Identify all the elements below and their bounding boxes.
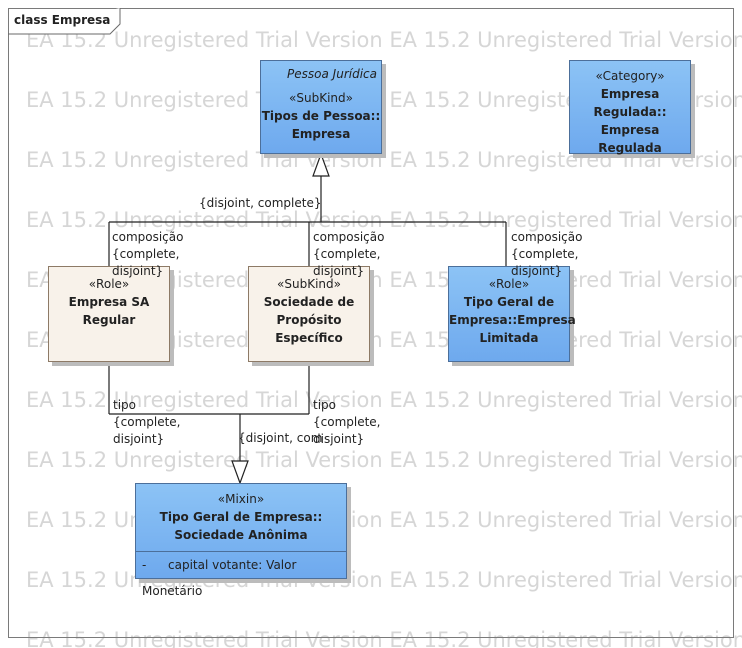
edge-label-line: {complete, — [113, 415, 181, 429]
class-name: Empresa SA — [68, 295, 150, 309]
edge-label-line: {complete, — [313, 247, 381, 261]
class-stereotype: «Role» — [88, 277, 130, 291]
class-name: Regulada:: — [593, 105, 667, 119]
frame-title: class Empresa — [14, 13, 111, 27]
edge-label-line: disjoint} — [313, 264, 365, 278]
class-sociedade-anonima[interactable]: «Mixin» Tipo Geral de Empresa:: Sociedad… — [135, 483, 347, 598]
class-stereotype: «SubKind» — [289, 91, 353, 105]
class-tag: Pessoa Jurídica — [287, 67, 377, 81]
class-name: Sociedade de — [263, 295, 355, 309]
class-attribute-row: - capital votante: Valor Monetário — [136, 551, 346, 598]
class-name: Empresa — [291, 127, 351, 141]
class-name: Empresa Regulada — [598, 123, 662, 155]
class-name: Propósito — [276, 313, 342, 327]
edge-label-line: tipo — [313, 398, 336, 412]
class-name: Específico — [275, 331, 343, 345]
generalization-set-label-bottom: {disjoint, com — [238, 431, 323, 445]
edge-label-tipo: tipo {complete, disjoint} — [313, 397, 381, 448]
attribute-visibility: - — [142, 558, 147, 572]
diagram-frame — [8, 8, 734, 638]
edge-label-tipo: tipo {complete, disjoint} — [113, 397, 181, 448]
class-name: Tipo Geral de Empresa:: — [159, 510, 323, 524]
edge-label-line: composição — [112, 230, 184, 244]
class-empresa-sa-regular[interactable]: «Role» Empresa SA Regular — [48, 266, 170, 362]
class-name: Regular — [82, 313, 136, 327]
class-name: Tipo Geral de — [463, 295, 555, 309]
generalization-arrowhead-bottom — [231, 460, 249, 485]
edge-label-composicao: composição {complete, disjoint} — [112, 229, 183, 280]
class-stereotype: «SubKind» — [277, 277, 341, 291]
edge-label-line: disjoint} — [113, 432, 165, 446]
class-name: Empresa::Empresa — [449, 313, 576, 327]
edge-label-line: {complete, — [511, 247, 579, 261]
class-tipos-de-pessoa-empresa[interactable]: Pessoa Jurídica «SubKind» Tipos de Pesso… — [260, 60, 382, 154]
class-stereotype: «Role» — [488, 277, 530, 291]
edge-label-line: composição — [511, 230, 583, 244]
edge-label-line: composição — [313, 230, 385, 244]
class-sociedade-de-proposito-especifico[interactable]: «SubKind» Sociedade de Propósito Específ… — [248, 266, 370, 362]
class-stereotype: «Mixin» — [217, 492, 265, 506]
edge-label-line: tipo — [113, 398, 136, 412]
class-empresa-regulada[interactable]: «Category» Empresa Regulada:: Empresa Re… — [569, 60, 691, 155]
edge-label-composicao: composição {complete, disjoint} — [511, 229, 582, 280]
edge-label-line: {complete, — [313, 415, 381, 429]
class-empresa-limitada[interactable]: «Role» Tipo Geral de Empresa::Empresa Li… — [448, 266, 576, 362]
generalization-set-label-top: {disjoint, complete} — [199, 196, 322, 210]
edge-label-line: disjoint} — [511, 264, 563, 278]
edge-label-line: {complete, — [112, 247, 180, 261]
class-name: Sociedade Anônima — [174, 528, 308, 542]
class-name: Limitada — [479, 331, 539, 345]
generalization-arrowhead-top — [312, 152, 330, 177]
class-name: Empresa — [600, 87, 660, 101]
class-name: Tipos de Pessoa:: — [261, 109, 381, 123]
frame-title-tab — [8, 8, 121, 35]
edge-label-line: disjoint} — [112, 264, 164, 278]
class-stereotype: «Category» — [595, 69, 665, 83]
attribute-text: capital votante: Valor Monetário — [142, 558, 297, 598]
edge-label-composicao: composição {complete, disjoint} — [313, 229, 384, 280]
edge-label-line: disjoint} — [313, 432, 365, 446]
